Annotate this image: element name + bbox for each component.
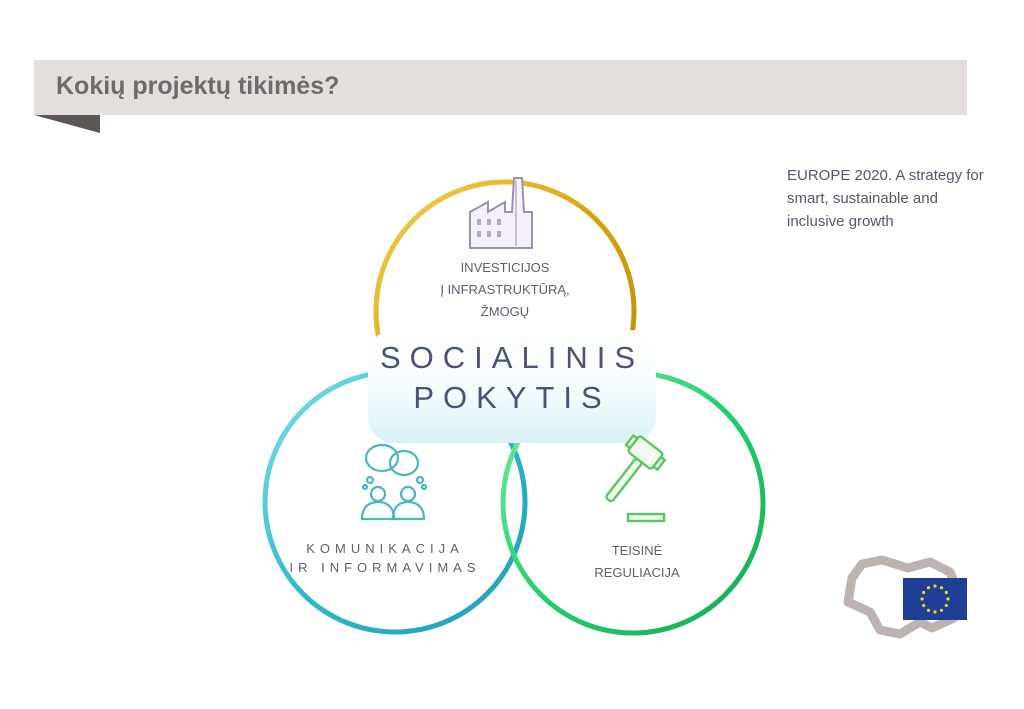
label-investicijos-line3: ŽMOGŲ: [480, 304, 530, 319]
eu-star-icon: [926, 586, 931, 590]
eu-star-icon: [939, 608, 944, 612]
eu-star-icon: [939, 586, 944, 590]
eu-star-icon: [926, 608, 931, 612]
people-talking-icon: [360, 443, 428, 521]
center-title-line1: SOCIALINIS: [380, 340, 644, 375]
eu-star-icon: [944, 603, 948, 608]
page-title: Kokių projektų tikimės?: [56, 72, 340, 100]
label-teisine-line2: REGULIACIJA: [594, 565, 680, 580]
label-komunikacija: KOMUNIKACIJA IR INFORMAVIMAS: [270, 539, 500, 577]
label-investicijos-line2: Į INFRASTRUKTŪRĄ,: [440, 282, 570, 297]
factory-icon: [469, 177, 533, 249]
label-investicijos: INVESTICIJOS Į INFRASTRUKTŪRĄ, ŽMOGŲ: [410, 257, 600, 323]
eu-star-icon: [933, 584, 937, 588]
eu-star-icon: [946, 597, 950, 601]
eu-star-icon: [944, 590, 948, 595]
gavel-icon: [605, 433, 667, 523]
label-komunikacija-line2: IR INFORMAVIMAS: [289, 560, 481, 575]
eu-star-icon: [922, 603, 926, 608]
center-title-line2: POKYTIS: [413, 380, 611, 415]
eu-star-icon: [920, 597, 924, 601]
label-investicijos-line1: INVESTICIJOS: [460, 260, 550, 275]
eu-star-icon: [933, 610, 937, 614]
label-teisine-line1: TEISINĖ: [611, 543, 663, 558]
label-teisine: TEISINĖ REGULIACIJA: [572, 540, 702, 584]
center-banner: [368, 330, 656, 443]
label-komunikacija-line1: KOMUNIKACIJA: [306, 541, 464, 556]
title-bar: Kokių projektų tikimės?: [34, 60, 967, 115]
eu-flag-icon: [903, 578, 967, 620]
eu-star-icon: [922, 590, 926, 595]
title-tab-decoration: [34, 115, 100, 133]
side-note: EUROPE 2020. A strategy for smart, susta…: [787, 167, 984, 230]
